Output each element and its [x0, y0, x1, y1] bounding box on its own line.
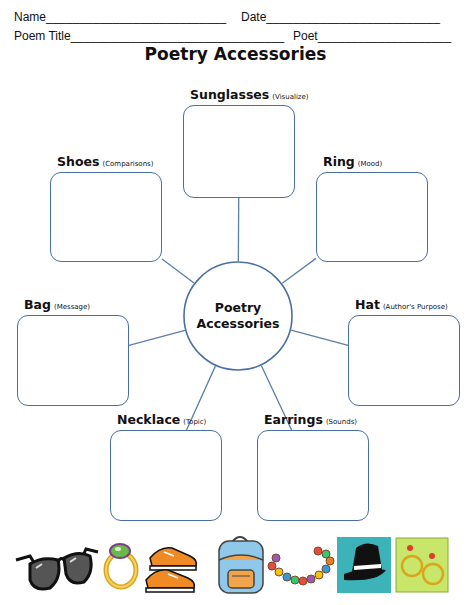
spoke-line: [238, 198, 240, 261]
accessory-meaning: (Visualize): [272, 93, 308, 101]
ring-art: [106, 544, 136, 587]
header-field: Name___________________________: [14, 10, 226, 24]
accessory-meaning: (Author's Purpose): [383, 303, 448, 311]
spoke-line: [129, 330, 185, 345]
accessory-meaning: (Sounds): [326, 418, 357, 426]
hat-art: [337, 537, 391, 593]
box-heading: Bag(Message): [24, 295, 90, 313]
accessory-name: Sunglasses: [190, 87, 269, 102]
sunglasses-art: [16, 549, 98, 589]
accessory-name: Earrings: [264, 412, 323, 427]
accessory-meaning: (Message): [54, 303, 90, 311]
accessory-box: Earrings(Sounds): [257, 430, 369, 521]
box-heading: Ring(Mood): [323, 152, 382, 170]
header-field: Poem Title______________________________…: [14, 29, 284, 43]
accessory-name: Shoes: [57, 154, 99, 169]
box-heading: Hat(Author's Purpose): [355, 295, 448, 313]
spoke-line: [291, 330, 348, 345]
necklace-art: [268, 547, 334, 585]
accessory-meaning: (Comparisons): [102, 160, 153, 168]
box-heading: Necklace(Topic): [117, 410, 206, 428]
accessory-meaning: (Mood): [358, 160, 383, 168]
accessory-box: Shoes(Comparisons): [50, 172, 162, 262]
box-heading: Earrings(Sounds): [264, 410, 357, 428]
accessory-name: Ring: [323, 154, 355, 169]
accessory-name: Hat: [355, 297, 380, 312]
accessory-box: Ring(Mood): [316, 172, 428, 262]
accessory-box: Sunglasses(Visualize): [183, 105, 295, 198]
circle-shape: [184, 262, 292, 370]
box-heading: Sunglasses(Visualize): [190, 85, 309, 103]
worksheet-title: Poetry Accessories: [0, 44, 471, 64]
accessory-box: Hat(Author's Purpose): [348, 315, 460, 406]
center-label: Poetry Accessories: [190, 300, 286, 332]
backpack-art: [219, 537, 263, 593]
spoke-line: [162, 259, 194, 283]
spoke-line: [282, 258, 316, 283]
accessory-box: Bag(Message): [17, 315, 129, 406]
accessory-meaning: (Topic): [183, 418, 206, 426]
header-field: Poet____________________: [293, 29, 451, 43]
accessory-box: Necklace(Topic): [110, 430, 222, 521]
header-field: Date__________________________: [241, 10, 440, 24]
earrings-art: [396, 538, 448, 592]
box-heading: Shoes(Comparisons): [57, 152, 153, 170]
center-circle: Poetry Accessories: [183, 261, 293, 371]
accessory-name: Bag: [24, 297, 51, 312]
shoes-art: [146, 548, 196, 592]
accessory-name: Necklace: [117, 412, 180, 427]
